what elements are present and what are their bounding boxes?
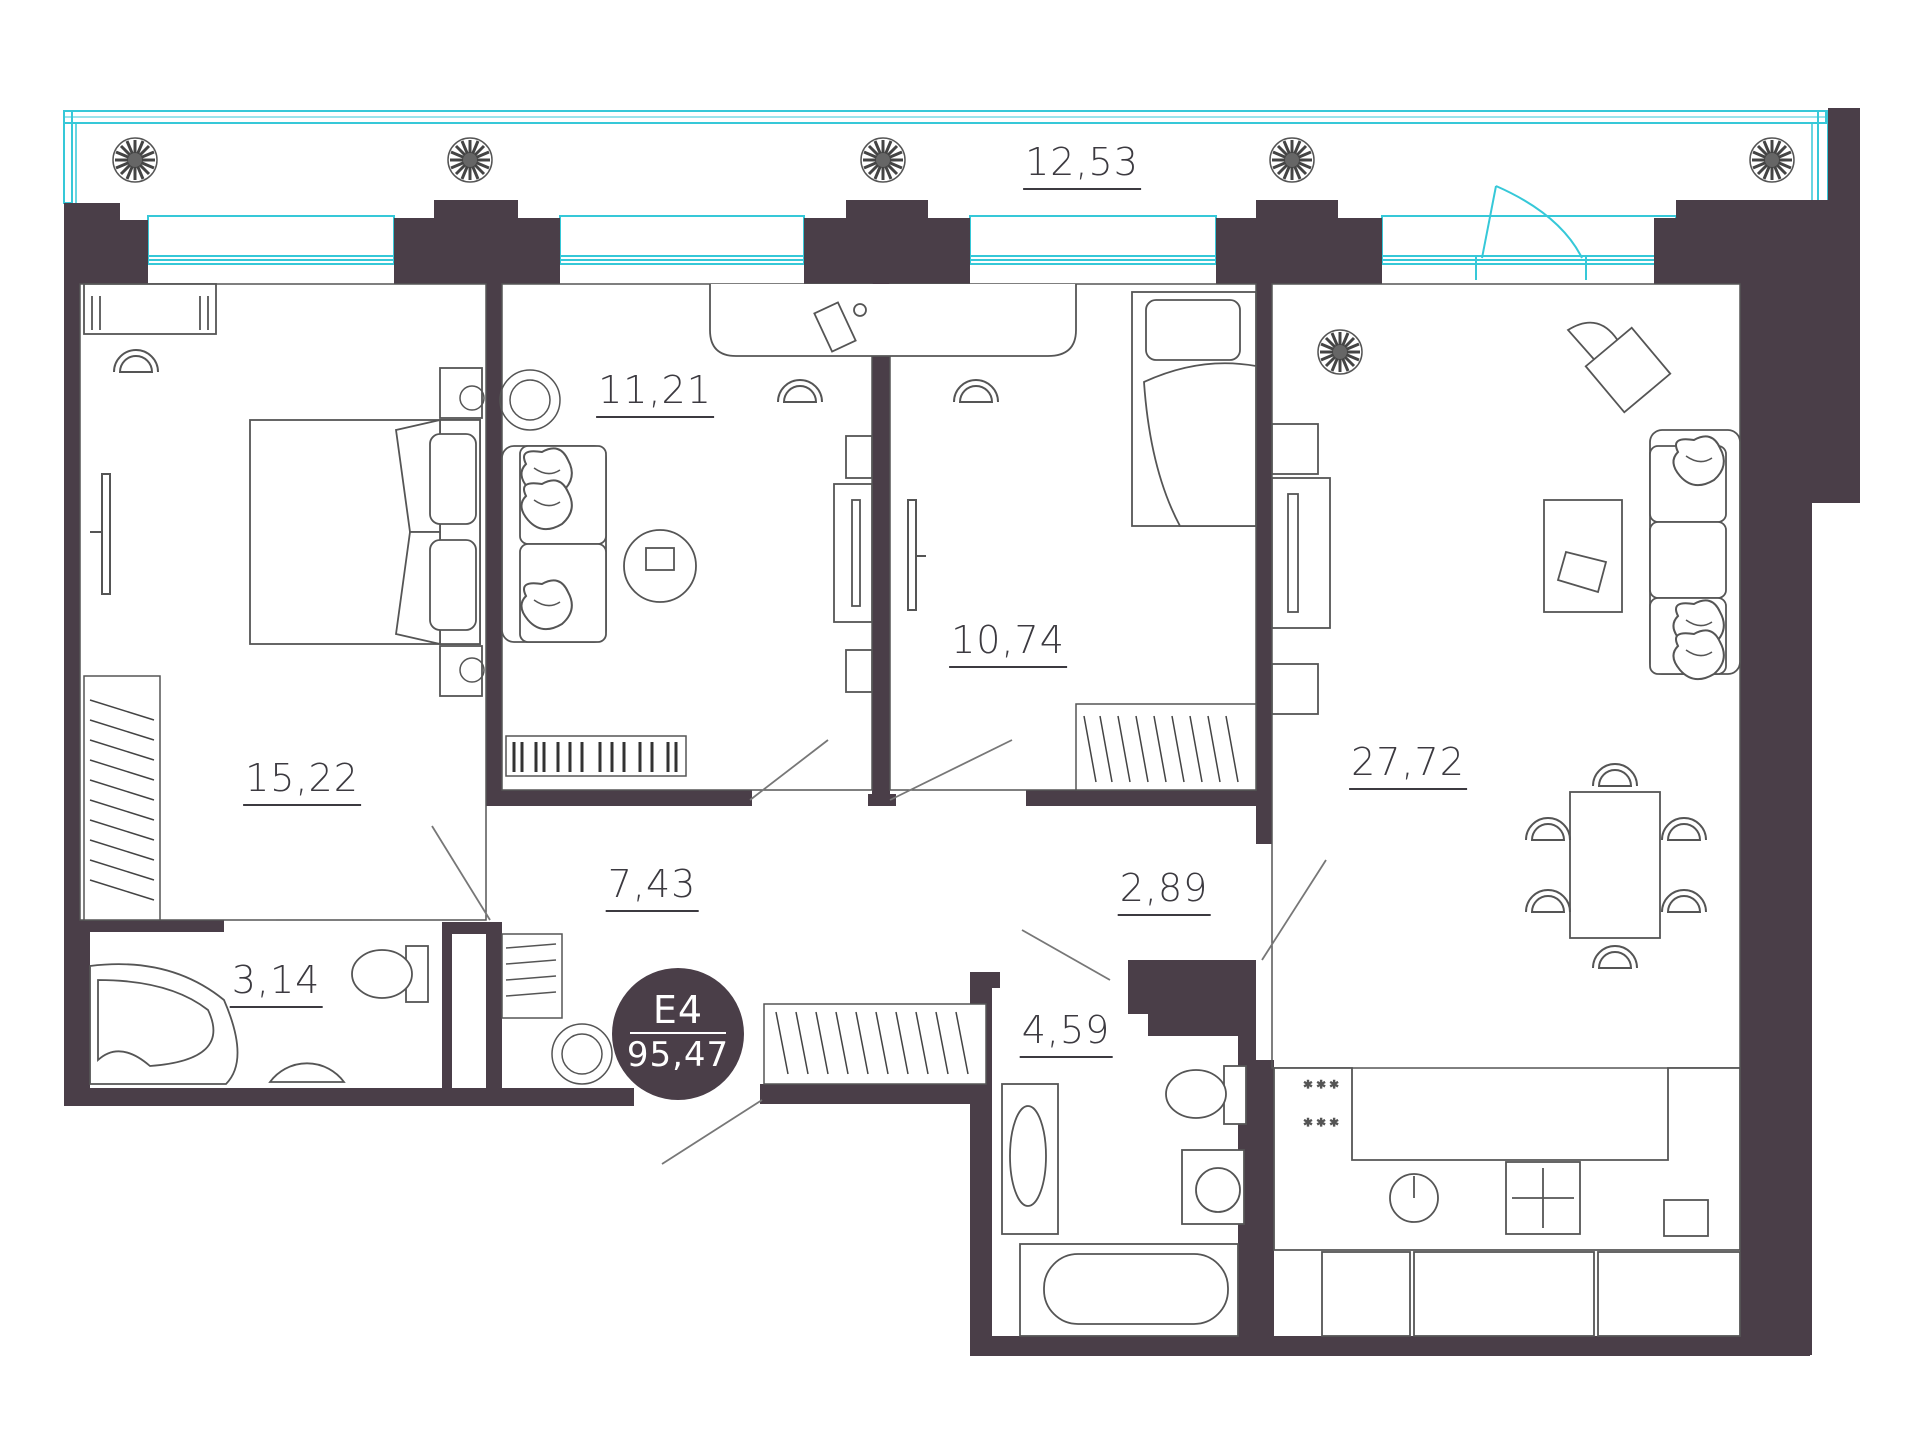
sink-icon [1001, 1083, 1059, 1235]
svg-text:* * *: * * * [1304, 1115, 1338, 1134]
apartment-badge: Е4 95,47 [612, 968, 744, 1100]
balcony-door [1481, 185, 1583, 259]
tv-icon [907, 499, 926, 611]
balcony-glazing [63, 110, 1829, 204]
area-label-bathroom-2: 4,59 [1019, 1008, 1113, 1058]
room-outlines [79, 283, 1741, 1069]
bed-icon [249, 367, 483, 697]
table-icon [1543, 499, 1623, 613]
wardrobe-icon [83, 675, 161, 921]
area-label-bedroom-1: 15,22 [243, 756, 361, 806]
bed-icon [1131, 291, 1257, 527]
tv-icon [90, 473, 111, 595]
area-label-bathroom-1: 3,14 [229, 958, 323, 1008]
svg-text:* * *: * * * [1304, 1077, 1338, 1096]
bathtub-icon [89, 963, 239, 1085]
area-label-bedroom-2: 10,74 [949, 618, 1067, 668]
area-label-hallway: 7,43 [605, 862, 699, 912]
badge-divider [630, 1032, 726, 1034]
door-swing [276, 739, 1327, 1165]
dining-table-icon [1569, 791, 1661, 939]
area-label-kitchen-living: 27,72 [1349, 740, 1467, 790]
plant-icon [111, 136, 1796, 184]
armchair-icon [1566, 321, 1672, 414]
chair-icon [113, 349, 159, 373]
area-label-corridor: 2,89 [1117, 866, 1211, 916]
stove-icon: * * * * * * [1303, 1076, 1339, 1135]
cabinet-row [1321, 1251, 1741, 1337]
stove-icon [1505, 1161, 1581, 1235]
walls [64, 108, 1860, 1356]
area-label-balcony: 12,53 [1023, 140, 1141, 190]
toilet-icon [1165, 1065, 1247, 1125]
wardrobe-icon [1075, 703, 1257, 791]
toilet-icon [351, 945, 429, 1003]
shoe-rack-icon [501, 933, 563, 1019]
desk-icon [1271, 423, 1331, 715]
bathtub-icon [1019, 1243, 1239, 1337]
sink-icon [268, 1062, 346, 1083]
plant-icon [1316, 328, 1364, 376]
bookshelf-icon [505, 735, 687, 777]
wardrobe-icon [763, 1003, 987, 1085]
washing-machine-icon [1181, 1149, 1245, 1225]
table-icon [623, 284, 1077, 603]
area-label-living-1: 11,21 [596, 368, 714, 418]
sink-icon [1389, 1173, 1439, 1223]
desk-icon [83, 283, 217, 335]
apartment-code: Е4 [652, 988, 704, 1032]
laptop-icon [813, 301, 867, 353]
fan-icon [459, 369, 613, 1085]
desk-icon [833, 435, 873, 693]
total-area: 95,47 [626, 1035, 730, 1075]
